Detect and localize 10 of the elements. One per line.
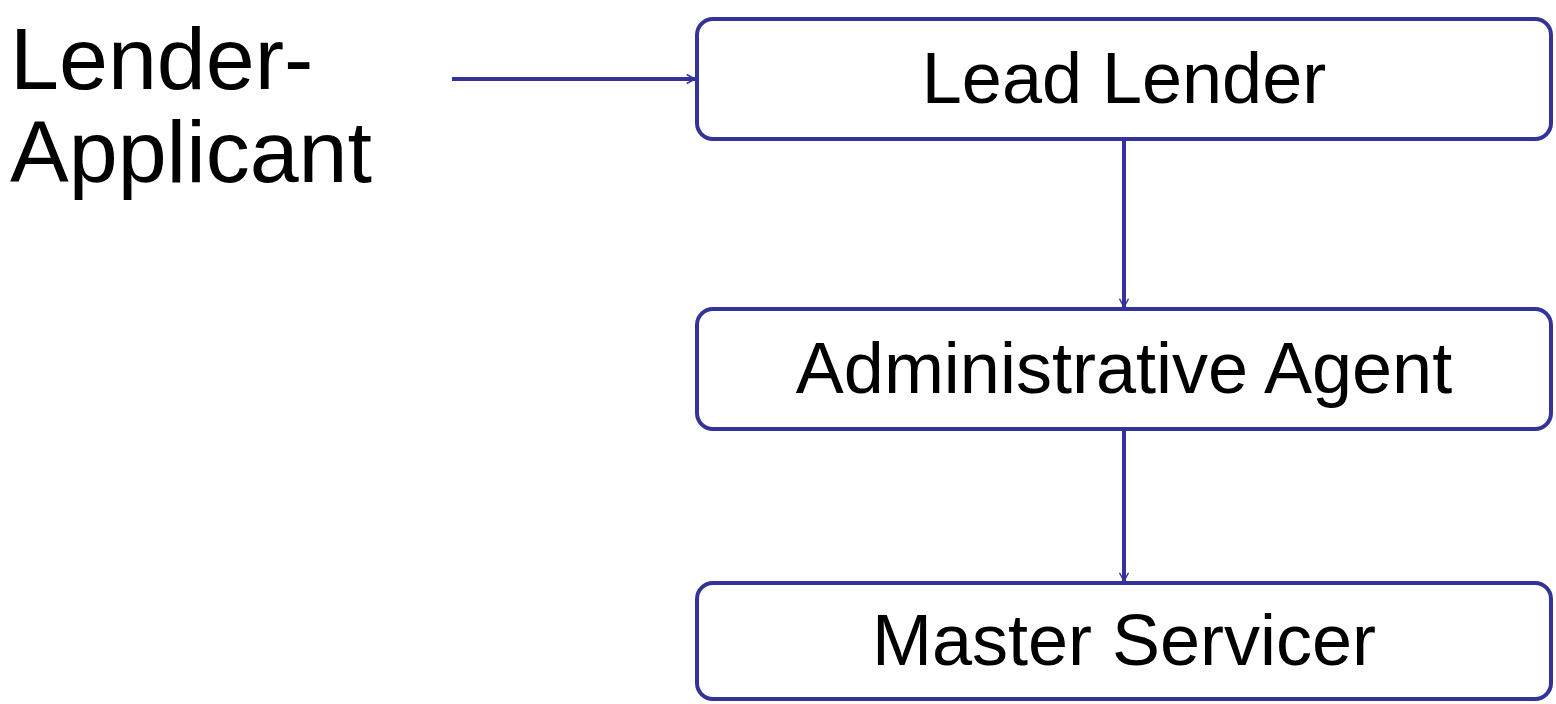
node-label: Lender- Applicant — [10, 13, 373, 198]
process-box — [695, 17, 1553, 141]
box-label: Lead Lender — [921, 41, 1327, 117]
process-box — [695, 307, 1553, 431]
arrow — [1118, 431, 1130, 582]
box-label: Master Servicer — [871, 603, 1377, 679]
arrow — [452, 73, 696, 85]
arrow — [1118, 141, 1130, 308]
box-label: Administrative Agent — [795, 331, 1453, 407]
process-box — [695, 581, 1553, 701]
